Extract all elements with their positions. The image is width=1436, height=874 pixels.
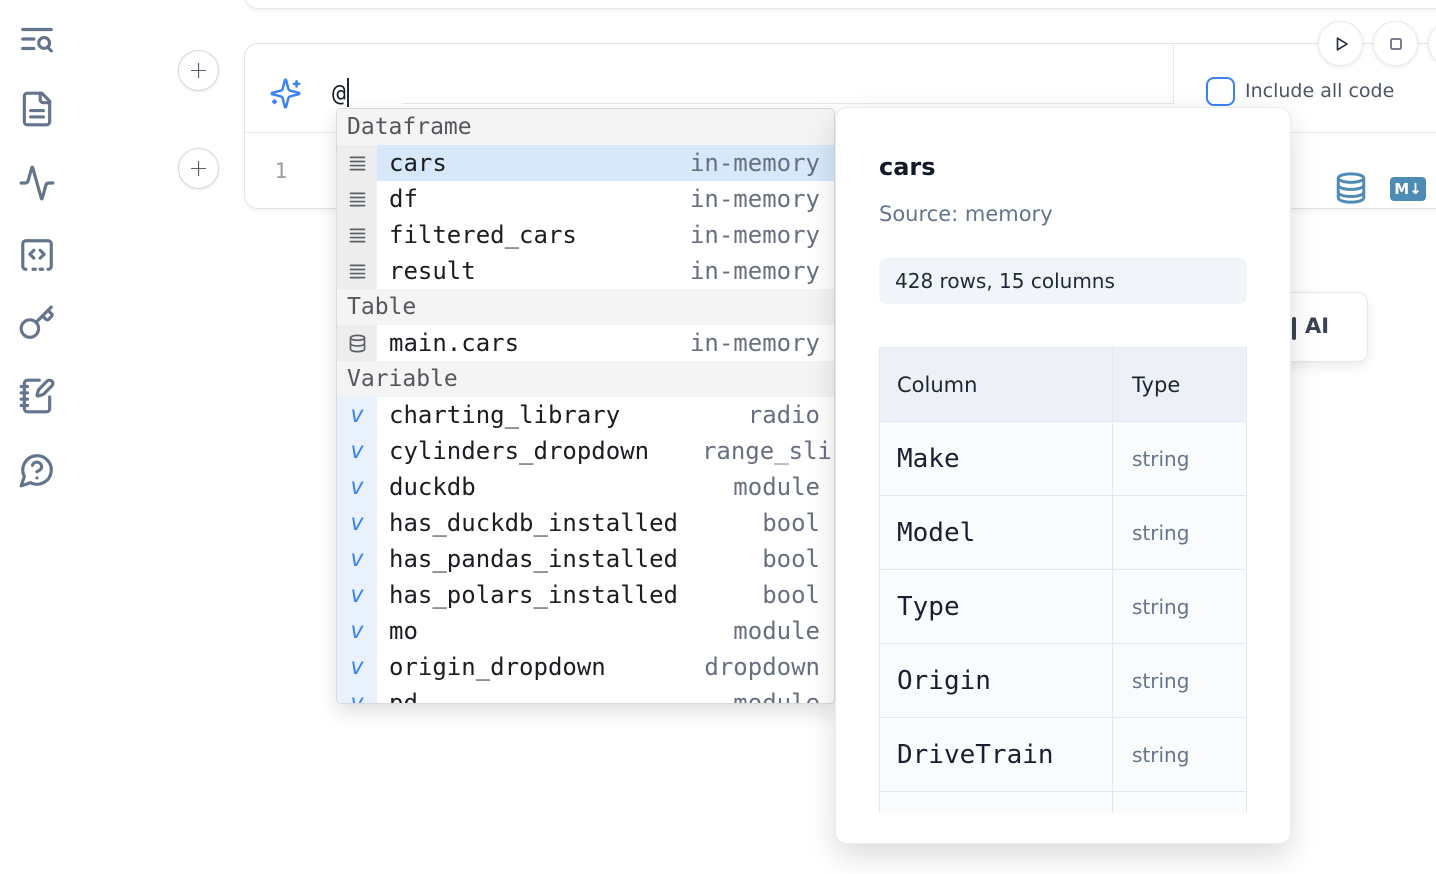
prompt-divider [1173, 45, 1174, 104]
add-cell-button-bottom[interactable]: + [178, 148, 219, 189]
autocomplete-section-header: Table [337, 289, 834, 325]
help-chat-icon [18, 454, 56, 493]
autocomplete-section-header: Dataframe [337, 109, 834, 145]
dataframe-rows-icon [337, 217, 377, 253]
prompt-input-underline [403, 103, 1173, 104]
variable-icon: v [337, 649, 377, 685]
dataframe-rows-icon [337, 145, 377, 181]
variable-icon: v [337, 469, 377, 505]
ai-button-label: AI [1305, 314, 1330, 338]
variable-icon: v [337, 433, 377, 469]
table-row: Type string [880, 570, 1246, 644]
autocomplete-section-header: Variable [337, 361, 834, 397]
variable-icon: v [337, 685, 377, 703]
table-row: DriveTrain string [880, 718, 1246, 792]
dataframe-rows-icon [337, 253, 377, 289]
sidebar-item-tracing[interactable] [18, 164, 56, 202]
snippets-code-icon [18, 239, 56, 278]
preview-title: cars [879, 153, 936, 181]
key-icon [18, 305, 56, 346]
clipped-letter-fragment [1292, 317, 1296, 340]
previous-cell-edge [244, 0, 1436, 9]
sidebar-item-help[interactable] [18, 451, 56, 489]
include-all-code-checkbox[interactable] [1206, 77, 1235, 106]
variable-icon: v [337, 541, 377, 577]
include-all-code-label[interactable]: Include all code [1245, 80, 1395, 102]
table-header-row: Column Type [880, 348, 1246, 422]
sidebar-item-documents[interactable] [18, 90, 56, 128]
schema-table: Column Type Make string Model string Typ… [879, 347, 1247, 813]
database-icon[interactable] [1334, 171, 1368, 205]
sidebar-item-scratchpad[interactable] [18, 377, 56, 415]
dataframe-preview-panel: cars Source: memory 428 rows, 15 columns… [835, 107, 1291, 844]
column-header: Column [880, 348, 1113, 421]
table-row: Model string [880, 496, 1246, 570]
sidebar-item-snippets[interactable] [18, 236, 56, 274]
preview-source: Source: memory [879, 202, 1053, 226]
file-text-icon [18, 91, 56, 132]
sidebar-item-secrets[interactable] [18, 304, 56, 342]
sparkles-icon [269, 77, 302, 110]
activity-icon [18, 165, 56, 206]
text-search-icon [18, 27, 56, 62]
ai-prompt-input[interactable]: @ [332, 77, 349, 111]
markdown-icon[interactable]: M↓ [1390, 177, 1426, 201]
variable-icon: v [337, 613, 377, 649]
shape-badge: 428 rows, 15 columns [879, 258, 1247, 304]
run-cell-button[interactable] [1318, 21, 1363, 66]
variable-icon: v [337, 397, 377, 433]
line-number: 1 [274, 159, 288, 183]
table-row: Make string [880, 422, 1246, 496]
table-row: Origin string [880, 644, 1246, 718]
code-editor-row[interactable]: 1 [245, 134, 1436, 209]
stop-cell-button[interactable] [1373, 21, 1418, 66]
dataframe-rows-icon [337, 181, 377, 217]
table-database-icon [337, 325, 377, 361]
variable-icon: v [337, 505, 377, 541]
add-cell-button-top[interactable]: + [178, 50, 219, 91]
text-cursor [346, 78, 349, 107]
sidebar-item-text-search[interactable] [18, 20, 56, 58]
variable-icon: v [337, 577, 377, 613]
type-header: Type [1132, 372, 1181, 397]
scratchpad-notebook-pen-icon [18, 378, 56, 419]
table-row-clipped [880, 792, 1246, 813]
